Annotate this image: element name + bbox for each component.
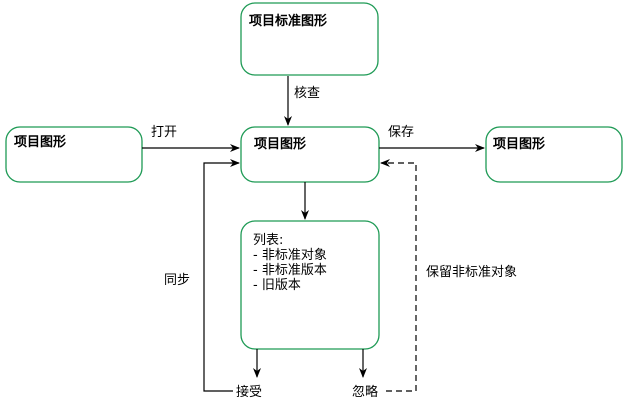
arrow-keep-nonstandard — [380, 159, 417, 392]
node-target-title: 项目图形 — [493, 137, 545, 152]
node-standard-title: 项目标准图形 — [249, 13, 327, 29]
arrow-sync — [203, 159, 240, 392]
node-list[interactable]: 列表: - 非标准对象 - 非标准版本 - 旧版本 — [240, 220, 380, 350]
list-item: - 旧版本 — [253, 278, 301, 293]
edge-label-save: 保存 — [388, 125, 414, 140]
edge-label-ignore: 忽略 — [352, 384, 378, 400]
node-source-graphics[interactable]: 项目图形 — [5, 126, 143, 183]
edge-ignore: 忽略 — [352, 349, 378, 400]
list-item: - 非标准版本 — [253, 263, 327, 278]
edge-label-accept: 接受 — [236, 384, 262, 400]
node-standard-graphics[interactable]: 项目标准图形 — [240, 2, 379, 76]
list-item: - 非标准对象 — [253, 248, 327, 263]
edge-open: 打开 — [142, 125, 240, 152]
node-source-title: 项目图形 — [14, 135, 66, 150]
edge-keep-nonstandard: 保留非标准对象 — [380, 159, 517, 392]
edge-label-check: 核查 — [294, 86, 320, 101]
edge-check: 核查 — [284, 76, 320, 126]
edge-sync: 同步 — [164, 159, 240, 392]
list-title: 列表: — [253, 233, 283, 248]
edge-save: 保存 — [379, 125, 485, 152]
node-target-graphics[interactable]: 项目图形 — [485, 126, 623, 183]
edge-accept: 接受 — [236, 349, 262, 400]
edge-label-keep-nonstandard: 保留非标准对象 — [426, 265, 517, 280]
node-center-graphics[interactable]: 项目图形 — [240, 126, 380, 183]
node-center-title: 项目图形 — [254, 137, 306, 152]
edge-label-open: 打开 — [151, 125, 177, 140]
edge-label-sync: 同步 — [164, 273, 190, 288]
